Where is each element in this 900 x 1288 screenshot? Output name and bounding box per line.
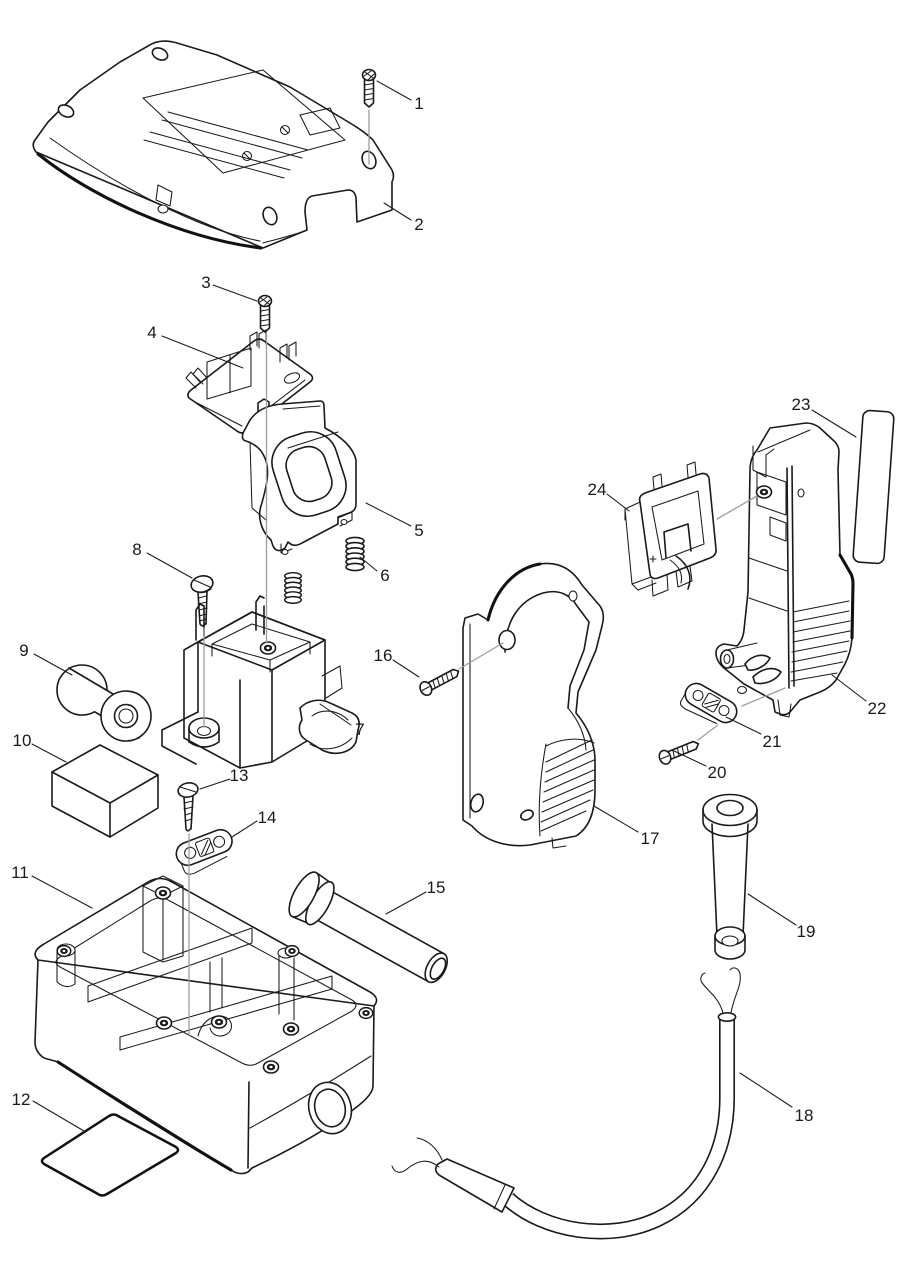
leader-lines xyxy=(31,80,867,1132)
part-23-label-sticker xyxy=(852,409,895,565)
part-21-cord-clamp xyxy=(679,682,738,725)
part-8-screw xyxy=(190,574,214,627)
part-label-3: 3 xyxy=(201,273,210,292)
part-22-right-housing xyxy=(715,422,855,718)
part-19-cord-guard xyxy=(702,793,758,960)
part-label-15: 15 xyxy=(427,878,446,897)
part-15-handle-grip xyxy=(288,871,449,984)
assembly-axis-lines xyxy=(188,109,786,1037)
part-10-foam-pad xyxy=(51,744,159,838)
part-7-switch-holder xyxy=(161,595,360,769)
part-label-9: 9 xyxy=(19,641,28,660)
part-6-springs xyxy=(283,536,365,604)
part-label-18: 18 xyxy=(795,1106,814,1125)
part-12-label-sticker xyxy=(40,1113,180,1197)
part-number-labels: 1 2 3 4 5 6 7 8 9 10 11 12 13 14 15 16 1… xyxy=(11,94,886,1125)
part-label-19: 19 xyxy=(797,922,816,941)
part-16-screw xyxy=(419,668,460,697)
part-label-23: 23 xyxy=(792,395,811,414)
part-label-6: 6 xyxy=(380,566,389,585)
part-label-17: 17 xyxy=(641,829,660,848)
part-4-terminal-plate xyxy=(185,329,314,434)
part-2-top-cover xyxy=(32,40,395,250)
part-label-2: 2 xyxy=(414,215,423,234)
part-label-5: 5 xyxy=(414,521,423,540)
part-label-21: 21 xyxy=(763,732,782,751)
part-label-8: 8 xyxy=(132,540,141,559)
part-label-24: 24 xyxy=(588,480,607,499)
part-18-power-cord xyxy=(391,967,741,1240)
part-24-terminal-holder xyxy=(624,461,717,597)
part-13-screw xyxy=(177,782,199,832)
part-14-cord-clamp-plate xyxy=(175,828,233,875)
part-5-holder-bracket xyxy=(241,400,357,556)
part-9-roller xyxy=(56,664,152,742)
part-label-14: 14 xyxy=(258,808,277,827)
part-label-20: 20 xyxy=(708,763,727,782)
part-label-11: 11 xyxy=(11,863,29,882)
part-label-10: 10 xyxy=(13,731,32,750)
part-label-16: 16 xyxy=(374,646,393,665)
part-11-lower-case xyxy=(34,875,378,1175)
part-label-4: 4 xyxy=(147,323,156,342)
part-17-left-housing xyxy=(462,562,605,849)
part-label-1: 1 xyxy=(414,94,423,113)
part-label-7: 7 xyxy=(355,720,364,739)
part-label-13: 13 xyxy=(230,766,249,785)
part-3-screw xyxy=(257,294,273,333)
part-20-screw xyxy=(658,740,700,765)
part-1-screw xyxy=(361,68,377,108)
part-label-22: 22 xyxy=(868,699,887,718)
part-label-12: 12 xyxy=(12,1090,31,1109)
